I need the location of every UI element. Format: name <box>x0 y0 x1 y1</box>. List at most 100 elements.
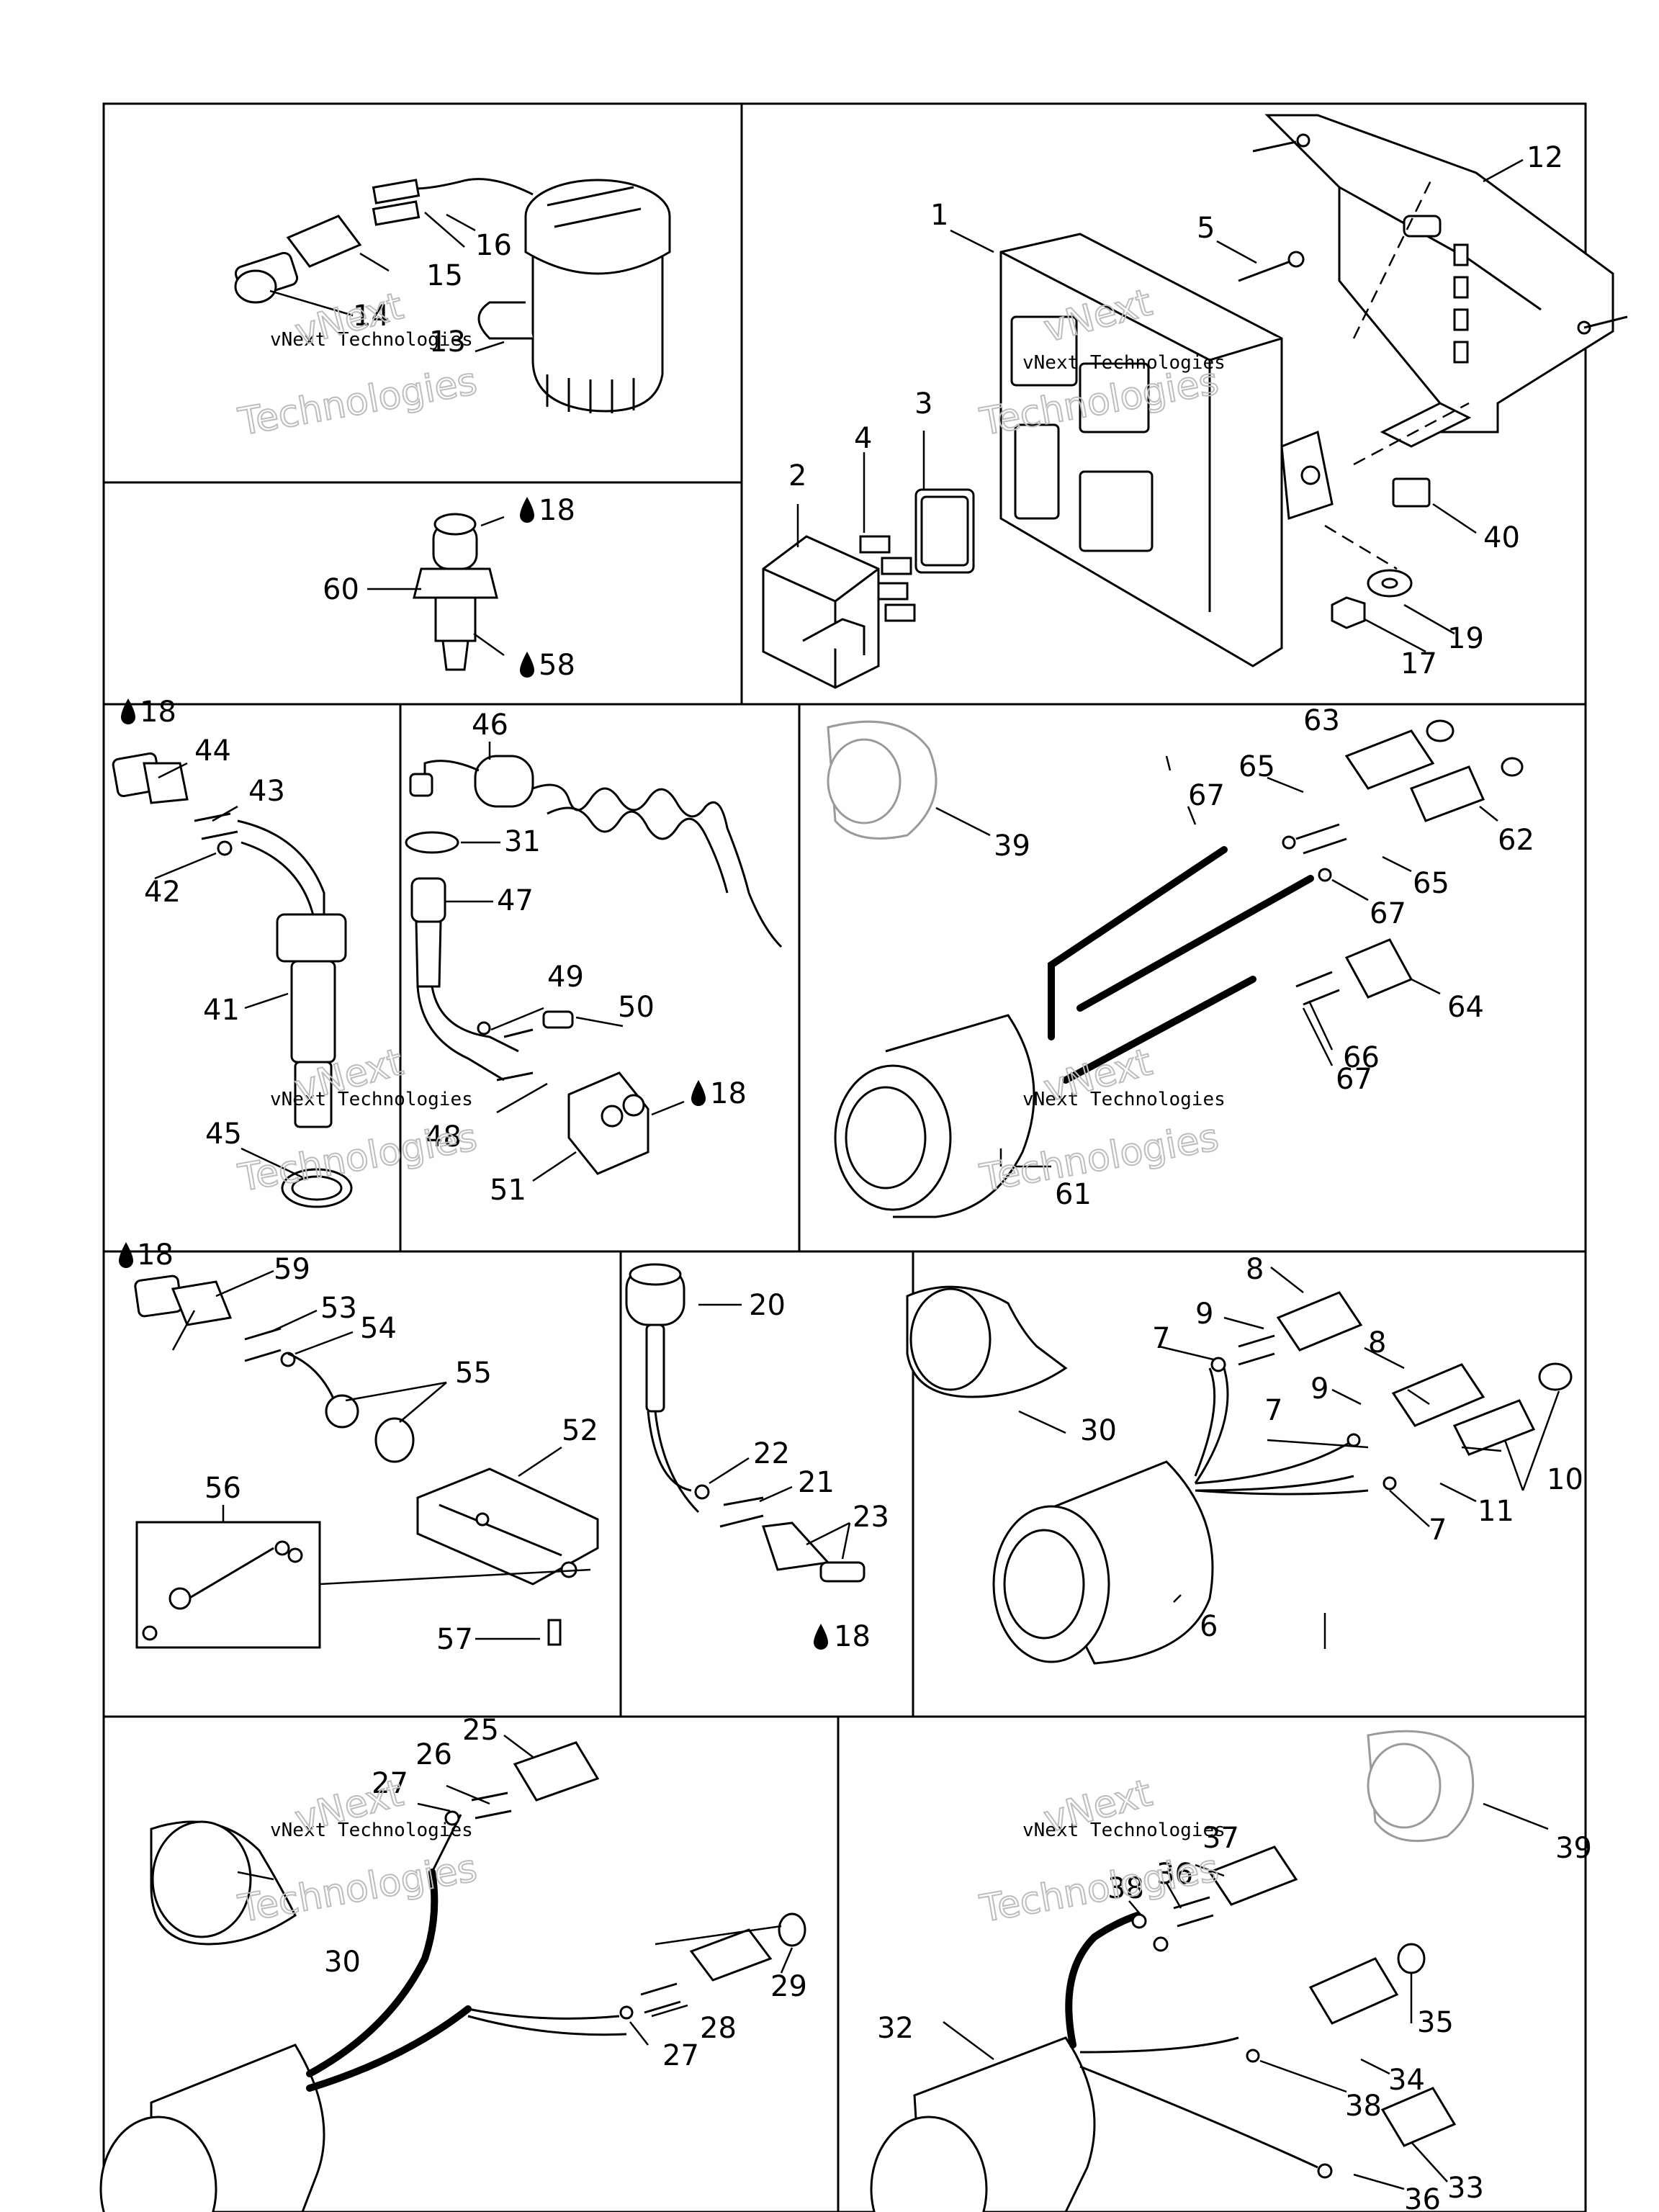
callout-2: 2 <box>788 459 806 493</box>
callout-25: 25 <box>462 1714 499 1747</box>
callout-5: 5 <box>1197 212 1215 245</box>
callout-22: 22 <box>753 1437 790 1470</box>
svg-text:vNext Technologies: vNext Technologies <box>270 1089 473 1110</box>
callout-46: 46 <box>472 709 508 742</box>
callout-38a: 38 <box>1107 1872 1144 1905</box>
callout-38b: 38 <box>1345 2090 1382 2123</box>
callout-34: 34 <box>1388 2064 1425 2097</box>
oil-drop-icon <box>119 497 828 1650</box>
svg-text:Technologies: Technologies <box>235 1847 480 1931</box>
svg-text:vNext Technologies: vNext Technologies <box>270 1820 473 1841</box>
callout-52: 52 <box>562 1414 598 1447</box>
svg-text:vNext Technologies: vNext Technologies <box>1022 352 1226 374</box>
callout-65a: 65 <box>1238 750 1275 783</box>
ecu-small-clip <box>1392 477 1431 508</box>
callout-6: 6 <box>1200 1610 1218 1643</box>
callout-40: 40 <box>1483 521 1520 554</box>
callout-27a: 27 <box>372 1767 408 1800</box>
callout-56: 56 <box>204 1472 241 1505</box>
svg-text:Technologies: Technologies <box>235 1116 480 1200</box>
callout-14: 14 <box>353 300 390 333</box>
callout-32: 32 <box>877 2012 914 2045</box>
level-sensor-assembly <box>112 752 353 1208</box>
callout-19: 19 <box>1447 622 1484 655</box>
callout-31: 31 <box>504 825 541 858</box>
callout-67b: 67 <box>1370 897 1406 930</box>
callout-57: 57 <box>436 1623 473 1656</box>
bilge-pump-assembly <box>234 178 671 413</box>
callout-66: 66 <box>1343 1041 1380 1074</box>
trim-gauge <box>99 1741 806 2212</box>
callout-8a: 8 <box>1246 1253 1264 1286</box>
callout-16: 16 <box>475 229 512 262</box>
svg-text:vNext Technologies: vNext Technologies <box>1022 1820 1226 1841</box>
callout-20: 20 <box>749 1289 786 1322</box>
callout-30a: 30 <box>1080 1414 1117 1447</box>
callout-37: 37 <box>1202 1822 1239 1855</box>
callout-36a: 36 <box>1156 1858 1193 1891</box>
ecu-nut-washer <box>1331 569 1413 629</box>
callout-45: 45 <box>205 1118 242 1151</box>
callout-33: 33 <box>1447 2172 1484 2205</box>
panel-frames <box>102 102 1587 2212</box>
ecu-mounting-bracket <box>1252 114 1628 448</box>
callout-54: 54 <box>360 1312 397 1345</box>
fuse-puller <box>914 488 975 574</box>
callout-labels: 1 2 3 4 5 12 13 14 15 16 40 19 17 60 18 … <box>137 141 1592 2212</box>
callout-27b: 27 <box>662 2039 699 2072</box>
callout-11: 11 <box>1478 1495 1514 1528</box>
callout-18a: 18 <box>539 494 575 527</box>
callout-64: 64 <box>1447 991 1484 1024</box>
callout-13: 13 <box>429 325 466 359</box>
callout-labels-extra: 52 56 57 34 <box>204 1414 1425 2097</box>
callout-17: 17 <box>1401 647 1437 680</box>
callout-18d: 18 <box>137 1238 174 1272</box>
callout-48: 48 <box>425 1120 462 1154</box>
callout-43: 43 <box>248 775 285 808</box>
ecu-module <box>999 233 1334 667</box>
callout-35: 35 <box>1417 2006 1454 2039</box>
callout-7b: 7 <box>1264 1394 1282 1427</box>
callout-9a: 9 <box>1195 1298 1213 1331</box>
callout-18b: 18 <box>140 696 176 729</box>
callout-8b: 8 <box>1368 1326 1386 1359</box>
callout-60: 60 <box>323 573 359 606</box>
trim-sender-assembly <box>134 1274 599 1649</box>
callout-53: 53 <box>320 1292 357 1325</box>
leader-lines <box>154 158 1560 2190</box>
callout-1: 1 <box>930 199 948 232</box>
callout-39a: 39 <box>994 830 1030 863</box>
callout-42: 42 <box>144 876 181 909</box>
callout-67c: 67 <box>1336 1063 1372 1096</box>
svg-text:vNext Technologies: vNext Technologies <box>1022 1089 1226 1110</box>
svg-text:Technologies: Technologies <box>235 360 480 444</box>
callout-63: 63 <box>1303 704 1340 737</box>
callout-58: 58 <box>539 649 575 682</box>
callout-29: 29 <box>770 1970 807 2003</box>
callout-10: 10 <box>1547 1463 1583 1496</box>
callout-3: 3 <box>914 387 932 421</box>
callout-7c: 7 <box>1429 1514 1447 1547</box>
callout-50: 50 <box>618 991 655 1024</box>
pump-strainer-slots <box>546 374 635 413</box>
callout-21: 21 <box>798 1466 835 1499</box>
lanyard-safety-switch <box>405 755 783 1175</box>
hour-meter-gauge <box>870 1730 1475 2212</box>
svg-text:vNext Technologies: vNext Technologies <box>270 329 473 351</box>
callout-55: 55 <box>455 1357 492 1390</box>
callout-49: 49 <box>547 961 584 994</box>
tachometer-gauge <box>827 719 1524 1218</box>
callout-51: 51 <box>490 1174 526 1207</box>
callout-65b: 65 <box>1413 867 1449 900</box>
svg-text:Technologies: Technologies <box>976 1847 1221 1931</box>
callout-12: 12 <box>1527 141 1563 174</box>
callout-15: 15 <box>426 259 463 292</box>
callout-62: 62 <box>1498 824 1534 857</box>
callout-18e: 18 <box>834 1620 871 1653</box>
speed-sender-assembly <box>625 1263 866 1583</box>
fuses <box>859 535 916 622</box>
temperature-sender <box>413 513 498 671</box>
callout-28: 28 <box>700 2012 737 2045</box>
callout-39b: 39 <box>1555 1832 1592 1865</box>
